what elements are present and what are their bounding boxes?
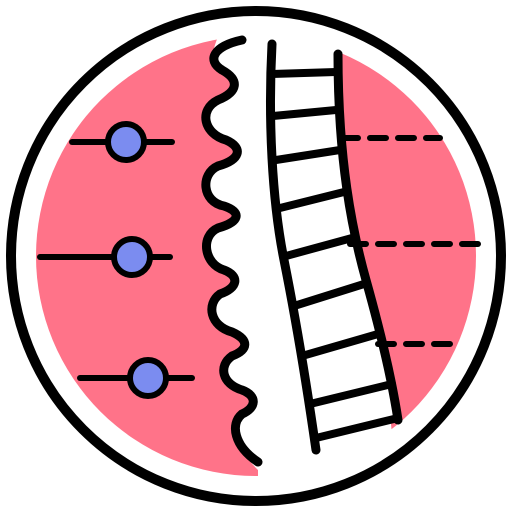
marker-dot-icon	[105, 121, 147, 163]
vertebra-line	[290, 280, 368, 310]
vertebra-line	[282, 234, 356, 260]
marker-dot-icon	[111, 236, 153, 278]
vertebra-line	[306, 380, 396, 408]
marker-dot-icon	[127, 357, 169, 399]
vertebra-line	[276, 188, 348, 212]
marker-middle	[37, 236, 173, 278]
vertebra-dividers	[268, 68, 402, 442]
skin-edge-outline	[201, 35, 263, 467]
marker-upper	[69, 121, 175, 163]
vertebra-line	[312, 414, 402, 442]
marker-lower	[77, 357, 195, 399]
vertebra-line	[268, 68, 340, 78]
spine-right-edge	[333, 49, 403, 425]
vertebra-line	[298, 330, 382, 360]
vertebra-line	[269, 106, 340, 120]
vertebra-line	[272, 146, 344, 164]
